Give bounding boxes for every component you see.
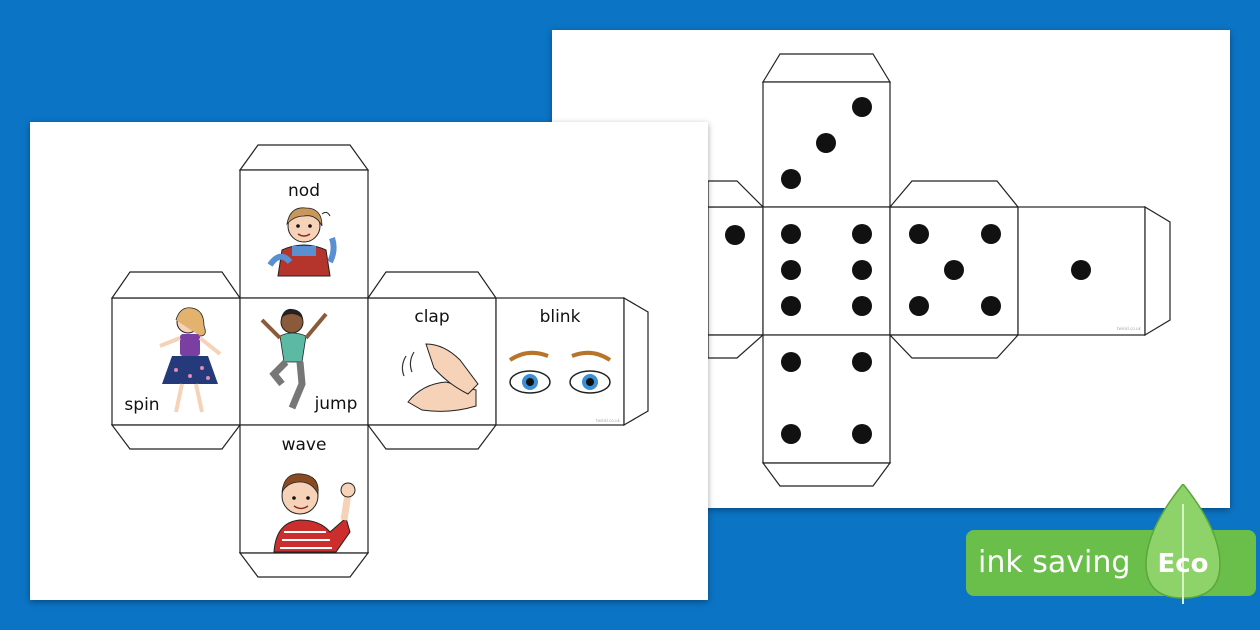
tab-top [761, 53, 892, 83]
footer-mark: twinkl.co.uk [596, 418, 621, 423]
tab-right-bottom [888, 334, 1020, 359]
dot-dice-net: twinkl.co.uk [707, 53, 1171, 487]
dot [909, 296, 929, 316]
jump-boy-illustration [260, 308, 328, 410]
eco-badge: ink saving Eco [966, 484, 1256, 604]
label-blink: blink [540, 307, 581, 327]
dot [852, 352, 872, 372]
spin-girl-illustration [159, 307, 222, 413]
dot [816, 133, 836, 153]
blink-eyes-illustration [508, 350, 612, 394]
face-blink [495, 297, 625, 426]
nod-girl-illustration [267, 207, 337, 277]
tab-bottom [238, 552, 370, 578]
tab-bottom [761, 462, 892, 487]
dot [781, 260, 801, 280]
dot [981, 296, 1001, 316]
dot [852, 97, 872, 117]
tab-clap-bottom [366, 424, 498, 450]
tab-far-right [1144, 205, 1171, 337]
tab-left-top [707, 180, 765, 208]
dot [909, 224, 929, 244]
tab-clap-top [366, 271, 498, 299]
dot [852, 424, 872, 444]
label-wave: wave [282, 435, 327, 455]
dot [781, 224, 801, 244]
label-nod: nod [288, 181, 320, 201]
dot [781, 296, 801, 316]
action-dice-net: nod spin jump clap blink wave [110, 144, 649, 578]
tab-blink-side [623, 296, 649, 427]
tab-top [238, 144, 370, 171]
tab-left-bottom [707, 334, 765, 359]
footer-mark: twinkl.co.uk [1117, 326, 1142, 331]
dot [852, 224, 872, 244]
label-jump: jump [314, 394, 358, 414]
face-jump [239, 297, 369, 426]
eco-badge-text: ink saving [978, 545, 1130, 580]
dot [725, 225, 745, 245]
label-spin: spin [124, 395, 159, 415]
dot [944, 260, 964, 280]
dot [781, 352, 801, 372]
face-bottom [762, 334, 891, 464]
tab-spin-top [110, 271, 242, 299]
action-dice-sheet: nod spin jump clap blink wave [30, 122, 708, 600]
dot [781, 424, 801, 444]
tab-spin-bottom [110, 424, 242, 450]
dot [852, 260, 872, 280]
eco-badge-label: Eco [1157, 549, 1208, 579]
dot [1071, 260, 1091, 280]
wave-boy-illustration [273, 473, 356, 553]
clap-hands-illustration [401, 343, 479, 412]
dot [981, 224, 1001, 244]
tab-right-top [888, 180, 1020, 208]
label-clap: clap [414, 307, 449, 327]
dot [781, 169, 801, 189]
dot [852, 296, 872, 316]
